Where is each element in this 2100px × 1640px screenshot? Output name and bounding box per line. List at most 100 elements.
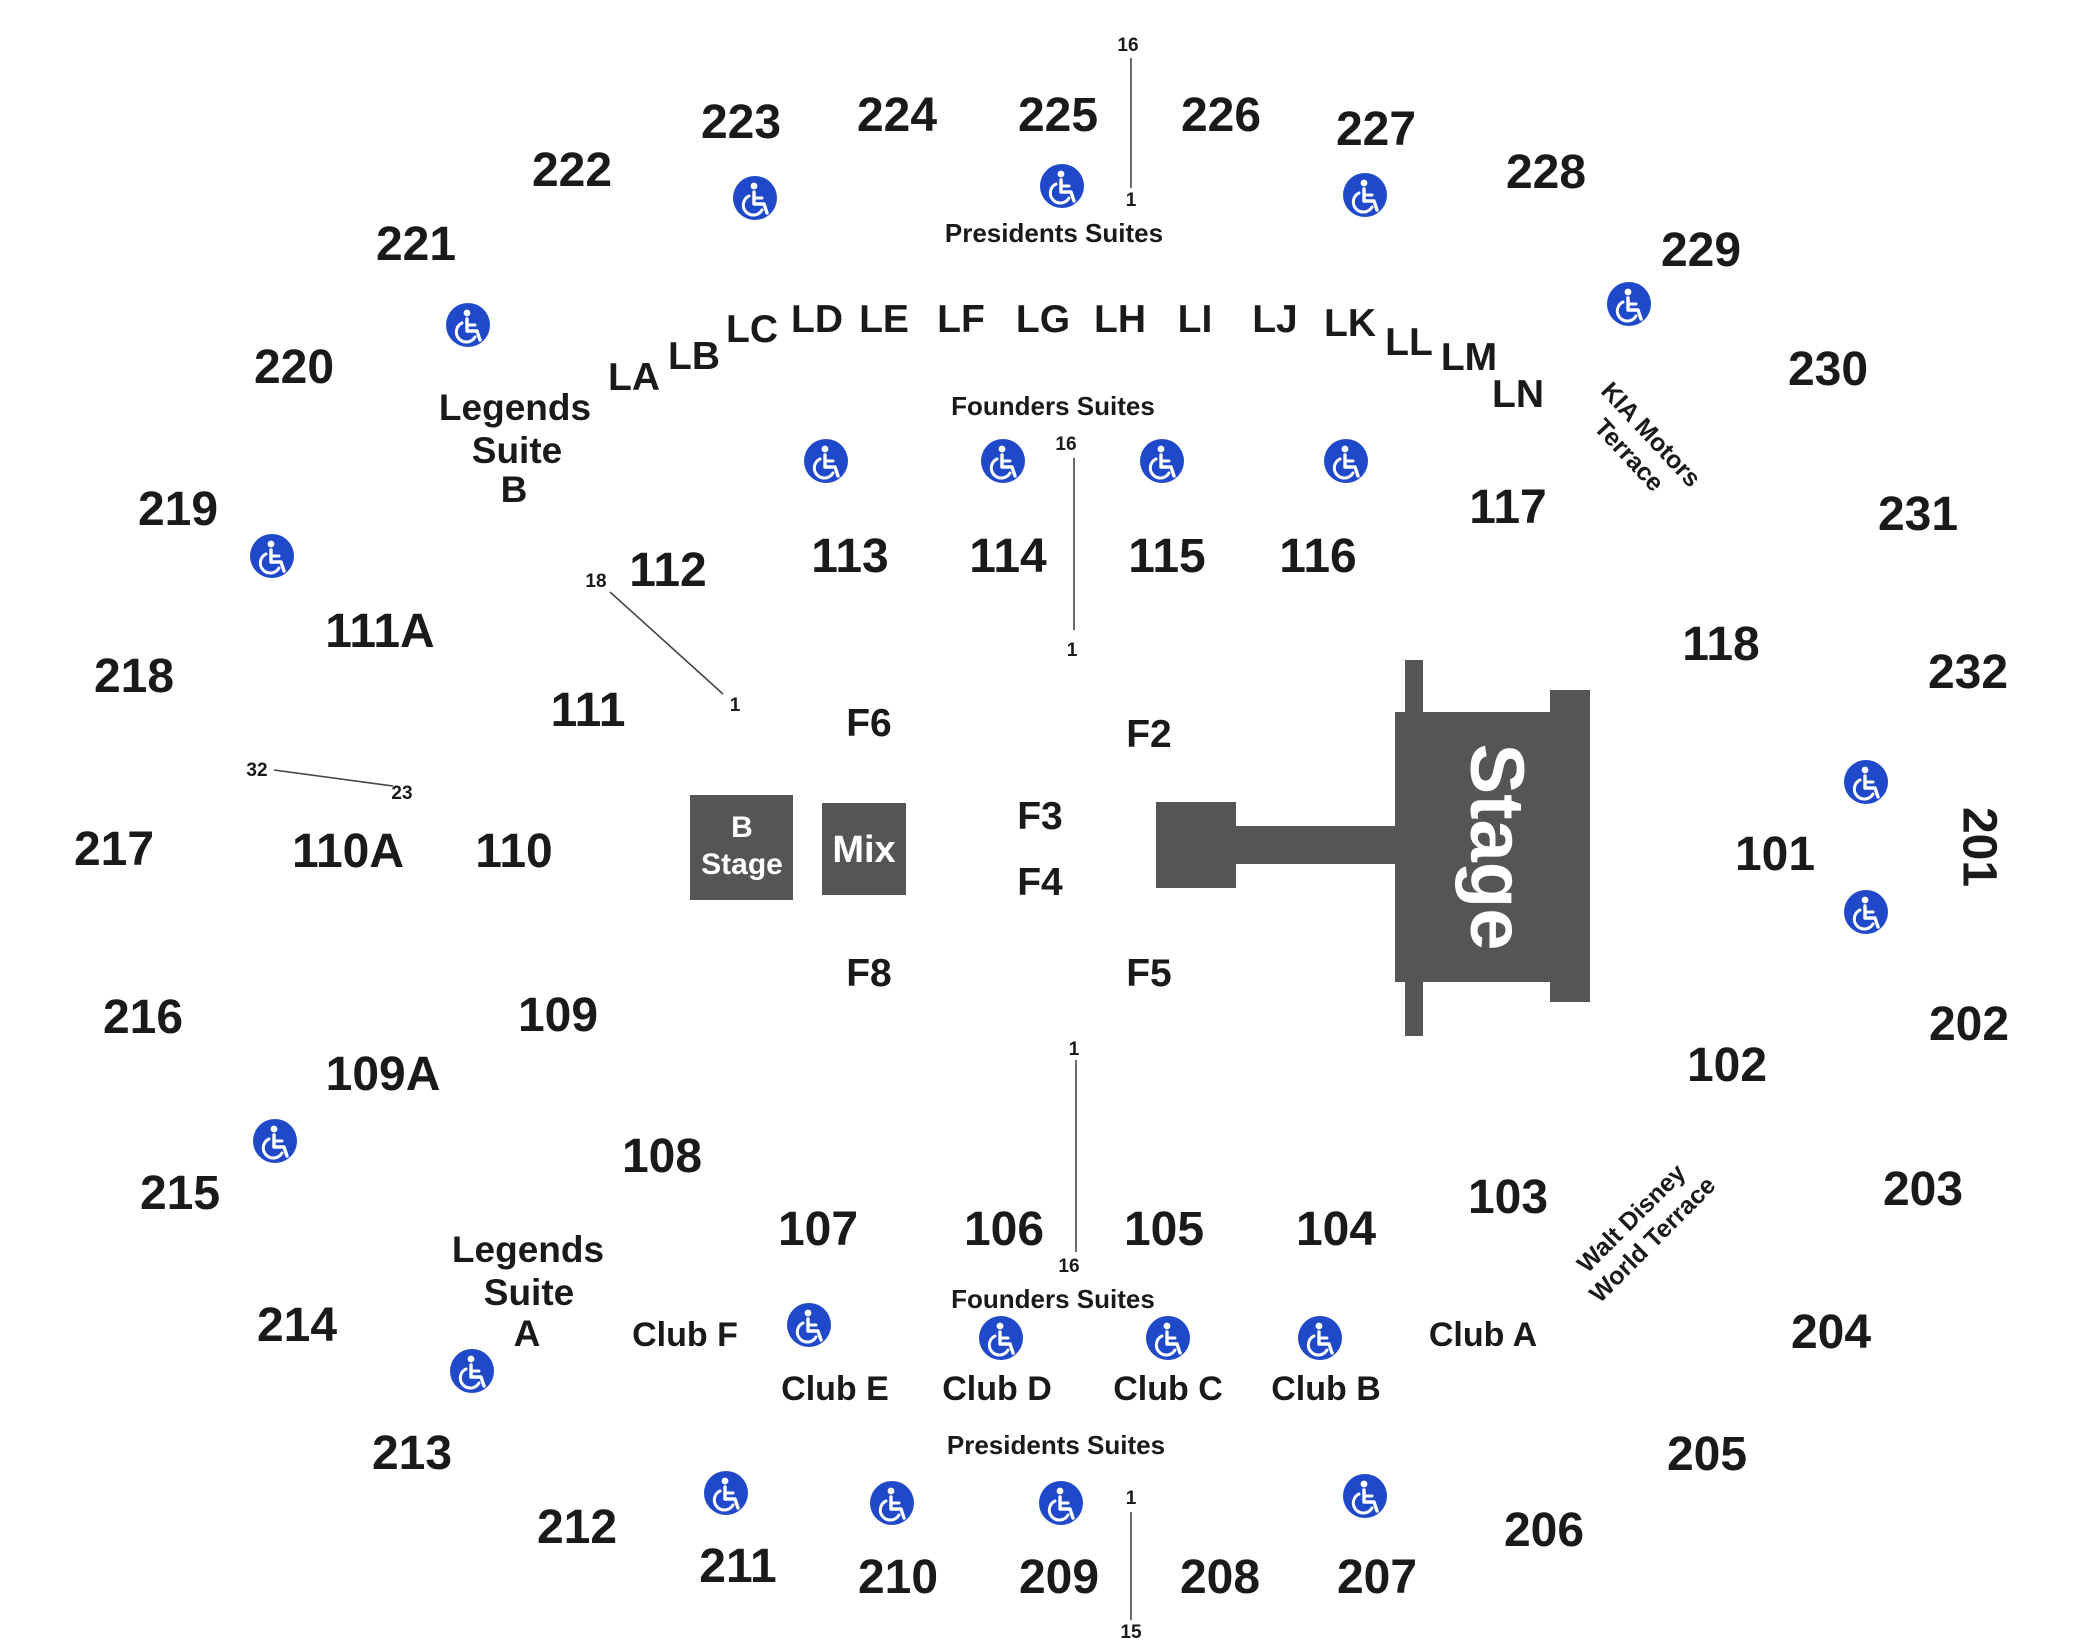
section-227[interactable]: 227 — [1336, 103, 1416, 156]
section-229[interactable]: 229 — [1661, 224, 1741, 277]
wheelchair-accessible-icon[interactable] — [1144, 1314, 1192, 1362]
section-201[interactable]: 201 — [1952, 807, 2005, 887]
floor-section-f4[interactable]: F4 — [1017, 861, 1063, 904]
wheelchair-accessible-icon[interactable] — [1038, 162, 1086, 210]
wheelchair-accessible-icon[interactable] — [1341, 1472, 1389, 1520]
wheelchair-accessible-icon[interactable] — [977, 1314, 1025, 1362]
section-214[interactable]: 214 — [257, 1299, 337, 1352]
presidents-suites-bottom[interactable]: Presidents Suites — [947, 1430, 1165, 1460]
founders-suites-top[interactable]: Founders Suites — [951, 391, 1155, 421]
section-103[interactable]: 103 — [1468, 1171, 1548, 1224]
loge-ld[interactable]: LD — [791, 298, 843, 341]
legends-suite-b-line3[interactable]: B — [501, 469, 528, 510]
section-207[interactable]: 207 — [1337, 1551, 1417, 1604]
legends-suite-b-line1[interactable]: Legends — [439, 387, 591, 428]
section-203[interactable]: 203 — [1883, 1163, 1963, 1216]
loge-lm[interactable]: LM — [1441, 336, 1497, 379]
section-109[interactable]: 109 — [518, 989, 598, 1042]
section-102[interactable]: 102 — [1687, 1039, 1767, 1092]
loge-ll[interactable]: LL — [1385, 321, 1433, 364]
section-114[interactable]: 114 — [969, 530, 1047, 583]
section-113[interactable]: 113 — [811, 530, 888, 583]
wheelchair-accessible-icon[interactable] — [702, 1469, 750, 1517]
loge-lk[interactable]: LK — [1324, 302, 1376, 345]
section-219[interactable]: 219 — [138, 483, 218, 536]
section-118[interactable]: 118 — [1682, 618, 1759, 671]
section-217[interactable]: 217 — [74, 823, 154, 876]
wheelchair-accessible-icon[interactable] — [868, 1479, 916, 1527]
loge-ln[interactable]: LN — [1492, 373, 1544, 416]
wheelchair-accessible-icon[interactable] — [251, 1117, 299, 1165]
club-c[interactable]: Club C — [1113, 1370, 1223, 1408]
loge-lj[interactable]: LJ — [1252, 298, 1298, 341]
wheelchair-accessible-icon[interactable] — [1842, 888, 1890, 936]
club-d[interactable]: Club D — [942, 1370, 1052, 1408]
wheelchair-accessible-icon[interactable] — [1341, 171, 1389, 219]
section-225[interactable]: 225 — [1018, 89, 1098, 142]
presidents-suites-top[interactable]: Presidents Suites — [945, 218, 1163, 248]
legends-suite-a-line2[interactable]: Suite — [484, 1272, 574, 1313]
section-230[interactable]: 230 — [1788, 343, 1868, 396]
section-109A[interactable]: 109A — [326, 1048, 441, 1101]
section-228[interactable]: 228 — [1506, 146, 1586, 199]
wheelchair-accessible-icon[interactable] — [1322, 437, 1370, 485]
section-209[interactable]: 209 — [1019, 1551, 1099, 1604]
floor-section-f6[interactable]: F6 — [846, 702, 892, 745]
section-221[interactable]: 221 — [376, 218, 456, 271]
wheelchair-accessible-icon[interactable] — [1605, 280, 1653, 328]
section-101[interactable]: 101 — [1735, 828, 1815, 881]
section-213[interactable]: 213 — [372, 1427, 452, 1480]
loge-la[interactable]: LA — [608, 356, 660, 399]
wheelchair-accessible-icon[interactable] — [444, 301, 492, 349]
section-117[interactable]: 117 — [1469, 481, 1546, 534]
section-202[interactable]: 202 — [1929, 998, 2009, 1051]
section-220[interactable]: 220 — [254, 341, 334, 394]
section-215[interactable]: 215 — [140, 1167, 220, 1220]
club-f[interactable]: Club F — [632, 1316, 738, 1354]
loge-lf[interactable]: LF — [937, 298, 985, 341]
wheelchair-accessible-icon[interactable] — [1138, 437, 1186, 485]
section-104[interactable]: 104 — [1296, 1203, 1376, 1256]
floor-section-f2[interactable]: F2 — [1126, 713, 1172, 756]
section-208[interactable]: 208 — [1180, 1551, 1260, 1604]
wheelchair-accessible-icon[interactable] — [1296, 1314, 1344, 1362]
wheelchair-accessible-icon[interactable] — [448, 1347, 496, 1395]
section-205[interactable]: 205 — [1667, 1428, 1747, 1481]
section-226[interactable]: 226 — [1181, 89, 1261, 142]
section-106[interactable]: 106 — [964, 1203, 1044, 1256]
wheelchair-accessible-icon[interactable] — [785, 1301, 833, 1349]
section-107[interactable]: 107 — [778, 1203, 858, 1256]
loge-le[interactable]: LE — [859, 298, 909, 341]
section-115[interactable]: 115 — [1128, 530, 1205, 583]
floor-section-f5[interactable]: F5 — [1126, 952, 1172, 995]
section-212[interactable]: 212 — [537, 1501, 617, 1554]
section-111A[interactable]: 111A — [325, 605, 434, 658]
loge-lb[interactable]: LB — [668, 335, 720, 378]
club-a[interactable]: Club A — [1429, 1316, 1537, 1354]
section-210[interactable]: 210 — [858, 1551, 938, 1604]
wheelchair-accessible-icon[interactable] — [248, 532, 296, 580]
loge-lg[interactable]: LG — [1016, 298, 1070, 341]
section-116[interactable]: 116 — [1279, 530, 1356, 583]
club-e[interactable]: Club E — [781, 1370, 889, 1408]
legends-suite-a-line3[interactable]: A — [514, 1313, 541, 1354]
section-112[interactable]: 112 — [629, 544, 706, 597]
wheelchair-accessible-icon[interactable] — [731, 174, 779, 222]
wheelchair-accessible-icon[interactable] — [979, 437, 1027, 485]
loge-lh[interactable]: LH — [1094, 298, 1146, 341]
section-218[interactable]: 218 — [94, 650, 174, 703]
section-232[interactable]: 232 — [1928, 646, 2008, 699]
floor-section-f3[interactable]: F3 — [1017, 795, 1063, 838]
section-223[interactable]: 223 — [701, 96, 781, 149]
wheelchair-accessible-icon[interactable] — [1037, 1479, 1085, 1527]
legends-suite-a-line1[interactable]: Legends — [452, 1229, 604, 1270]
section-206[interactable]: 206 — [1504, 1504, 1584, 1557]
section-224[interactable]: 224 — [857, 89, 937, 142]
club-b[interactable]: Club B — [1271, 1370, 1381, 1408]
founders-suites-bottom[interactable]: Founders Suites — [951, 1284, 1155, 1314]
loge-lc[interactable]: LC — [726, 308, 778, 351]
section-105[interactable]: 105 — [1124, 1203, 1204, 1256]
section-111[interactable]: 111 — [551, 684, 626, 737]
loge-li[interactable]: LI — [1178, 298, 1213, 341]
legends-suite-b-line2[interactable]: Suite — [472, 430, 562, 471]
